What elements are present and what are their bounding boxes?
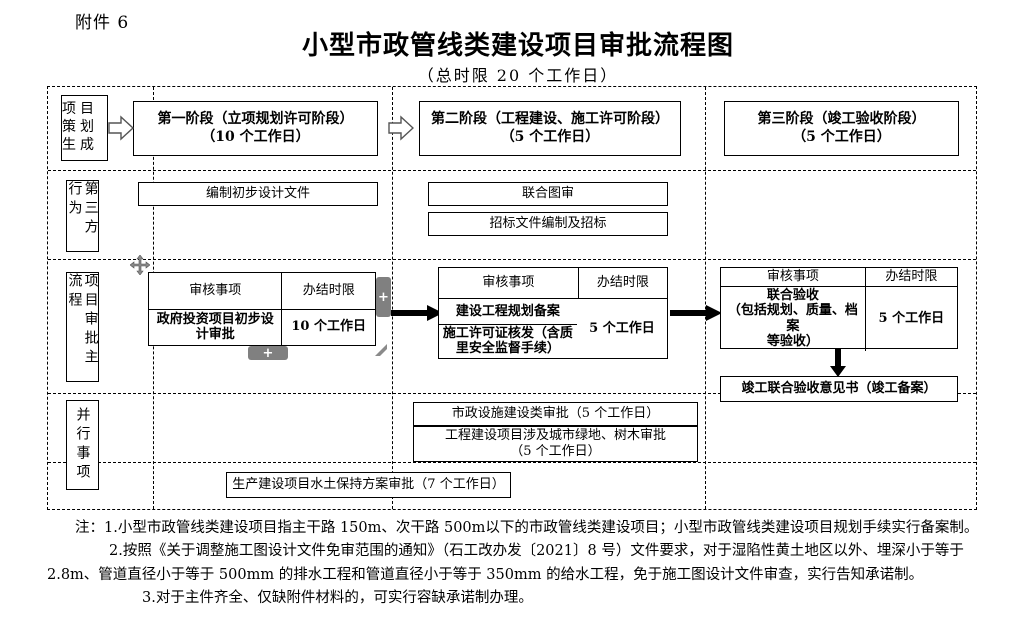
stage2-item-2: 施工许可证核发（含质里安全监督手续） [439, 323, 577, 358]
phase-2-box[interactable]: 第二阶段（工程建设、施工许可阶段） （5 个工作日） [419, 101, 681, 156]
parallel-item-1[interactable]: 市政设施建设类审批（5 个工作日） [413, 402, 698, 426]
table-row: 政府投资项目初步设计审批 10 个工作日 [149, 308, 375, 345]
parallel-item-3[interactable]: 生产建设项目水土保持方案审批（7 个工作日） [226, 472, 511, 498]
phase-2-name: 第二阶段（工程建设、施工许可阶段） [431, 111, 669, 127]
insert-row-plus: + [262, 345, 274, 361]
approval-table-stage3[interactable]: 审核事项 办结时限 联合验收 （包括规划、质量、档案 等验收） 5 个工作日 [720, 267, 958, 351]
table-row: 联合验收 （包括规划、质量、档案 等验收） 5 个工作日 [721, 285, 957, 351]
stage-label-parallel: 并行事项 [66, 400, 99, 490]
table-row: 审核事项 办结时限 [439, 268, 667, 298]
note-line-2a: 2.按照《关于调整施工图设计文件免审范围的通知》（石工改办发〔2021〕8 号）… [109, 543, 964, 560]
phase-1-box[interactable]: 第一阶段（立项规划许可阶段） （10 个工作日） [133, 101, 378, 156]
table-row: 审核事项 办结时限 [149, 273, 375, 309]
approval-table-stage1[interactable]: 审核事项 办结时限 政府投资项目初步设计审批 10 个工作日 [148, 272, 376, 346]
final-acceptance-box[interactable]: 竣工联合验收意见书（竣工备案） [720, 376, 958, 402]
col-header-item: 审核事项 [766, 269, 819, 284]
note-line-1: 注：1.小型市政管线类建设项目指主干路 150m、次干路 500m以下的市政管线… [47, 517, 997, 540]
grid-divider-row4 [48, 462, 976, 463]
arrow-phase2-to-phase3 [388, 115, 414, 141]
note-line-3: 3.对于主件齐全、仅缺附件材料的，可实行容缺承诺制办理。 [142, 590, 533, 607]
table-row: 审核事项 办结时限 [721, 268, 957, 286]
note-1-text: 1.小型市政管线类建设项目指主干路 150m、次干路 500m以下的市政管线类建… [104, 520, 979, 536]
resize-handle[interactable] [374, 343, 388, 357]
arrow-phase1-to-phase2 [108, 115, 134, 141]
col-header-limit: 办结时限 [281, 273, 375, 309]
stage2-item-group: 建设工程规划备案 施工许可证核发（含质里安全监督手续） [439, 299, 577, 358]
attachment-label: 附件 6 [75, 13, 130, 33]
third-party-box-3[interactable]: 招标文件编制及招标 [428, 212, 668, 236]
stage-label-main-process-text: 项目审批主流程 [66, 273, 99, 368]
third-party-box-2[interactable]: 联合图审 [428, 182, 668, 206]
flowchart-container: 项目策划生成 第一阶段（立项规划许可阶段） （10 个工作日） 第二阶段（工程建… [47, 86, 977, 510]
stage-label-planning: 项目策划生成 [61, 95, 108, 161]
grid-divider-col3 [705, 87, 706, 509]
notes-prefix: 注： [75, 520, 104, 536]
grid-divider-row1 [48, 170, 976, 171]
arrow-stage3-to-result [830, 349, 846, 377]
phase-3-name: 第三阶段（竣工验收阶段） [757, 111, 926, 127]
phase-1-duration: （10 个工作日） [201, 128, 310, 145]
col-header-limit: 办结时限 [864, 268, 957, 286]
phase-3-box[interactable]: 第三阶段（竣工验收阶段） （5 个工作日） [724, 101, 959, 156]
stage-label-planning-text: 项目策划生成 [62, 101, 98, 153]
col-header-limit: 办结时限 [577, 268, 667, 298]
stage-label-third-party: 第三方行为 [66, 180, 99, 252]
page-subtitle: （总时限 20 个工作日） [417, 66, 619, 85]
arrow-stage2-to-stage3 [670, 305, 722, 321]
third-party-box-1[interactable]: 编制初步设计文件 [138, 182, 378, 206]
col-header-item: 审核事项 [189, 282, 242, 298]
stage-label-third-party-text: 第三方行为 [66, 181, 99, 238]
grid-divider-row3 [48, 393, 976, 394]
parallel-item-2[interactable]: 工程建设项目涉及城市绿地、树木审批 （5 个工作日） [413, 426, 698, 462]
stage2-item-1: 建设工程规划备案 [455, 303, 560, 319]
stage1-item-1: 政府投资项目初步设计审批 [156, 311, 274, 343]
phase-3-duration: （5 个工作日） [792, 128, 891, 145]
insert-column-handle[interactable]: + [376, 277, 391, 317]
notes-section: 注：1.小型市政管线类建设项目指主干路 150m、次干路 500m以下的市政管线… [47, 517, 997, 611]
stage-label-main-process: 项目审批主流程 [66, 272, 99, 382]
grid-divider-col2 [392, 87, 393, 509]
stage-label-parallel-text: 并行事项 [74, 407, 91, 483]
col-header-item: 审核事项 [482, 275, 535, 291]
note-line-2b: 2.8m、管道直径小于等于 500mm 的排水工程和管道直径小于等于 350mm… [47, 566, 924, 583]
stage2-limit: 5 个工作日 [589, 320, 655, 336]
table-row: 建设工程规划备案 施工许可证核发（含质里安全监督手续） 5 个工作日 [439, 297, 667, 358]
stage1-limit: 10 个工作日 [281, 309, 375, 345]
insert-row-handle[interactable]: + [248, 345, 288, 361]
page-title: 小型市政管线类建设项目审批流程图 [301, 31, 734, 61]
move-handle[interactable] [130, 255, 150, 275]
arrow-stage1-to-stage2 [391, 305, 443, 321]
stage3-limit: 5 个工作日 [864, 286, 957, 351]
insert-column-plus: + [378, 289, 389, 305]
phase-2-duration: （5 个工作日） [500, 128, 600, 145]
grid-divider-row2 [48, 259, 976, 260]
approval-table-stage2[interactable]: 审核事项 办结时限 建设工程规划备案 施工许可证核发（含质里安全监督手续） 5 … [438, 267, 668, 359]
stage3-item-1: 联合验收 （包括规划、质量、档案 等验收） [727, 287, 858, 350]
phase-1-name: 第一阶段（立项规划许可阶段） [157, 111, 354, 127]
